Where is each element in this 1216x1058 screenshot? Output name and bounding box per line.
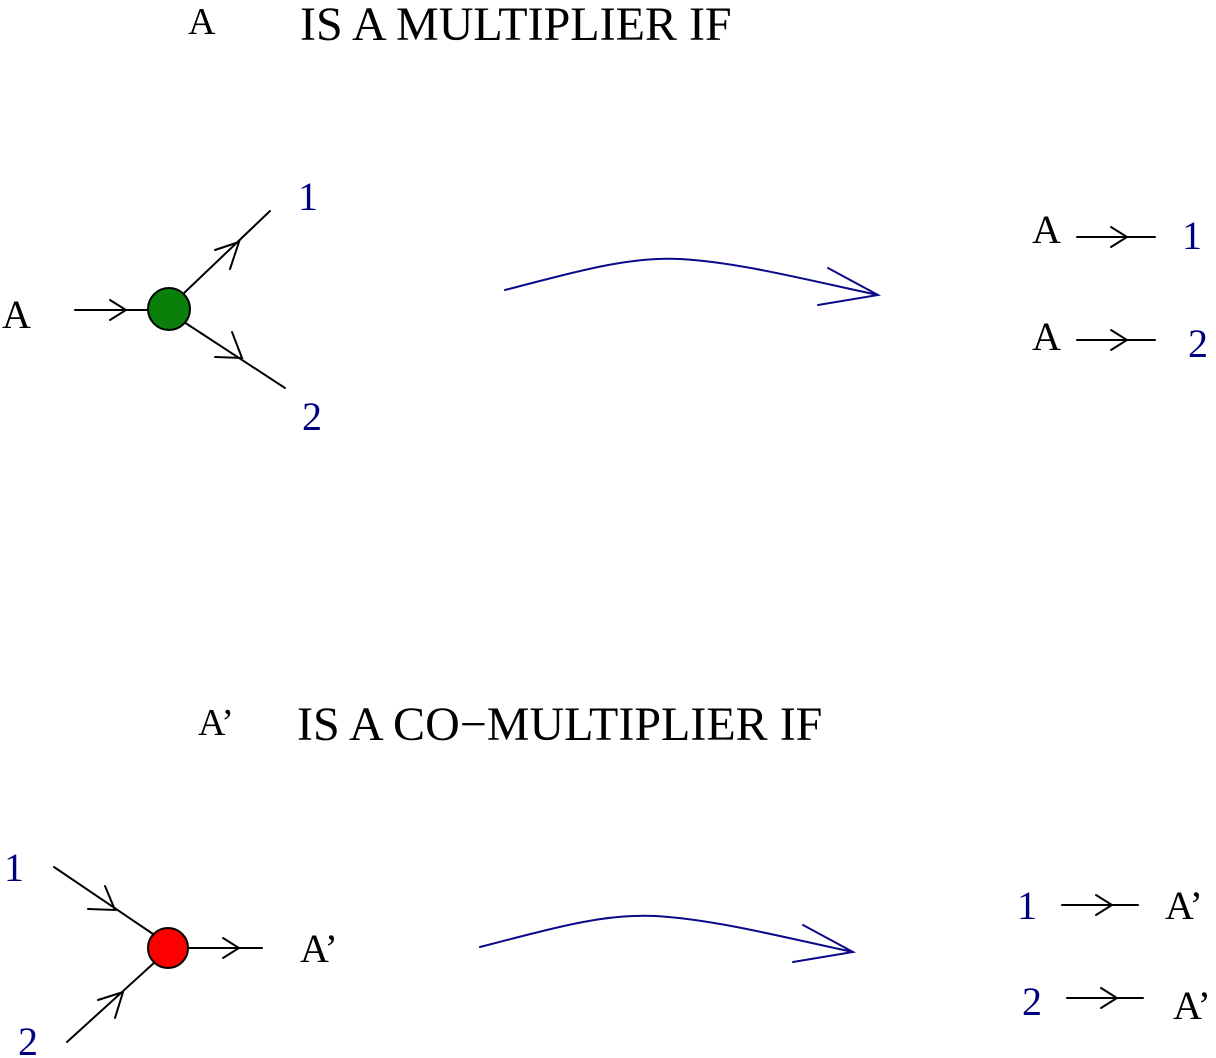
multiplier-result-1-from: A xyxy=(1032,207,1061,252)
comultiplier-result-2: 2 A’ xyxy=(1022,979,1211,1028)
comultiplier-heading: IS A CO−MULTIPLIER IF xyxy=(297,698,822,751)
multiplier-output1-edge xyxy=(182,210,271,295)
multiplier-heading: IS A MULTIPLIER IF xyxy=(300,0,732,51)
comultiplier-output-edge xyxy=(187,937,263,959)
multiplier-result-1-to: 1 xyxy=(1182,213,1202,258)
comultiplier-transition-arrow xyxy=(479,914,857,963)
comultiplier-result-2-to: A’ xyxy=(1173,983,1211,1028)
multiplier-result-2-to: 2 xyxy=(1188,321,1208,366)
multiplier-transition-arrow xyxy=(504,257,882,306)
comultiplier-result-2-from: 2 xyxy=(1022,979,1042,1024)
comultiplier-input2-label: 2 xyxy=(18,1019,38,1058)
multiplier-result-1: A 1 xyxy=(1032,207,1202,258)
multiplier-input-edge xyxy=(74,299,149,321)
comultiplier-input1-label: 1 xyxy=(4,845,24,890)
multiplier-node xyxy=(147,287,191,331)
comultiplier-input1-edge xyxy=(53,866,154,935)
multiplier-result-2-from: A xyxy=(1032,314,1061,359)
comultiplier-subject: A’ xyxy=(198,702,234,744)
multiplier-result-2: A 2 xyxy=(1032,314,1208,366)
comultiplier-input2-edge xyxy=(66,961,156,1043)
multiplier-input-label: A xyxy=(2,292,31,337)
multiplier-section: A IS A MULTIPLIER IF A 1 2 A xyxy=(2,0,1208,439)
comultiplier-node xyxy=(147,927,189,969)
comultiplier-section: A’ IS A CO−MULTIPLIER IF 1 2 A’ 1 xyxy=(4,698,1211,1058)
comultiplier-result-1-from: 1 xyxy=(1017,883,1037,928)
multiplier-output2-edge xyxy=(183,321,286,389)
comultiplier-result-1-to: A’ xyxy=(1165,883,1203,928)
comultiplier-result-1: 1 A’ xyxy=(1017,883,1203,928)
multiplier-output2-label: 2 xyxy=(302,394,322,439)
comultiplier-output-label: A’ xyxy=(300,926,338,971)
multiplier-subject: A xyxy=(188,1,216,43)
multiplier-output1-label: 1 xyxy=(298,174,318,219)
